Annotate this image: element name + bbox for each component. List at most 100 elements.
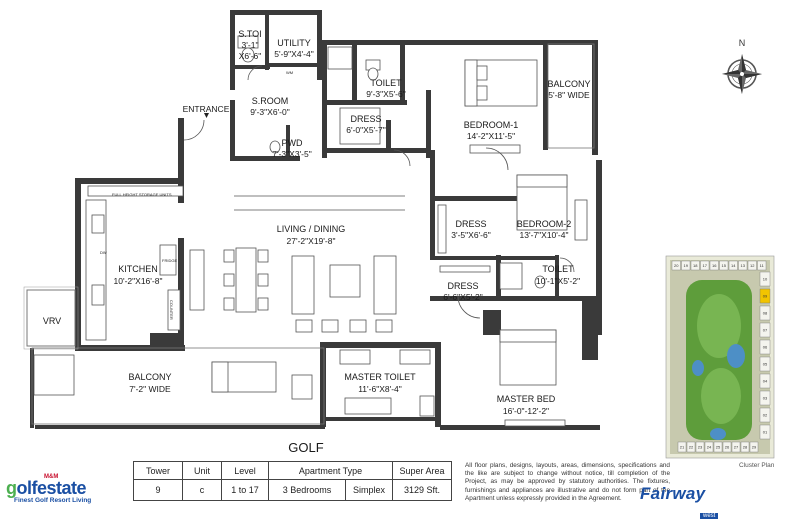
spec-area: 3129 Sft.: [392, 479, 452, 501]
cluster-tower-label: 15: [722, 263, 727, 268]
cluster-tower-label: 21: [680, 445, 685, 450]
cluster-tower-05: [759, 356, 771, 372]
cluster-tower-label: 29: [752, 445, 757, 450]
compass-rose-icon: [722, 54, 762, 94]
disclaimer-text: All floor plans, designs, layouts, areas…: [465, 462, 670, 502]
toilet2-dim: 10'-1"X5'-2": [536, 276, 580, 286]
utility-label: UTILITY: [277, 38, 311, 48]
cluster-tower-label: 25: [716, 445, 721, 450]
logo-tagline: Finest Golf Resort Living: [14, 497, 92, 504]
spec-header-tower: Tower: [133, 461, 183, 480]
walls: [30, 10, 602, 430]
spec-header-level: Level: [221, 461, 269, 480]
cluster-tower-label: 22: [689, 445, 694, 450]
master-toilet-dim: 11'-6"X8'-4": [358, 384, 402, 394]
spec-header-row: Tower Unit Level Apartment Type Super Ar…: [133, 461, 452, 480]
s-toilet-dim2: X6'-6": [239, 51, 262, 61]
entrance-arrow-icon: [204, 113, 209, 118]
cluster-tower-23: [695, 441, 705, 453]
cluster-tower-24: [704, 441, 714, 453]
cluster-tower-10: [759, 271, 771, 287]
bedroom2-label: BEDROOM-2: [517, 219, 572, 229]
spec-bedrooms: 3 Bedrooms: [268, 479, 346, 501]
fridge-label: FRIDGE: [162, 258, 177, 263]
toilet1-dim: 9'-3"X5'-6": [366, 89, 406, 99]
pwd-dim: 7'-3"X3'-5": [272, 149, 312, 159]
cluster-tower-label: 19: [684, 263, 689, 268]
cluster-tower-label: 06: [763, 345, 768, 350]
spec-value-row: 9 c 1 to 17 3 Bedrooms Simplex 3129 Sft.: [133, 479, 452, 501]
cluster-tower-label: 16: [712, 263, 717, 268]
cluster-tower-03: [759, 390, 771, 406]
cluster-tower-label: 28: [743, 445, 748, 450]
cluster-tower-label: 01: [763, 430, 768, 435]
cluster-tower-08: [759, 305, 771, 321]
cluster-tower-label: 13: [741, 263, 746, 268]
cluster-tower-04: [759, 373, 771, 389]
vrv-label: VRV: [43, 316, 61, 326]
spec-header-unit: Unit: [182, 461, 222, 480]
floor-plan: S.TOI 3'-1" X6'-6" UTILITY 5'-9"X4'-4" T…: [23, 10, 775, 459]
apartment-spec-table: Tower Unit Level Apartment Type Super Ar…: [133, 461, 452, 501]
room-labels: S.TOI 3'-1" X6'-6" UTILITY 5'-9"X4'-4" T…: [43, 29, 591, 455]
balcony-top-dim: 5'-8" WIDE: [548, 90, 590, 100]
cluster-tower-07: [759, 322, 771, 338]
bedroom1-label: BEDROOM-1: [464, 120, 519, 130]
furniture: [33, 35, 588, 427]
master-toilet-label: MASTER TOILET: [344, 372, 416, 382]
cluster-tower-label: 23: [698, 445, 703, 450]
golfestate-logo: M&M golfestate Finest Golf Resort Living: [6, 474, 131, 504]
storage-label: FULL HEIGHT STORAGE UNITS: [112, 192, 172, 197]
cluster-tower-label: 03: [763, 396, 768, 401]
kitchen-dim: 10'-2"X16'-8": [114, 276, 163, 286]
cluster-tower-label: 07: [763, 328, 768, 333]
cluster-tower-28: [740, 441, 750, 453]
balcony-top-label: BALCONY: [547, 79, 590, 89]
cluster-tower-label: 09: [763, 294, 768, 299]
cluster-tower-27: [731, 441, 741, 453]
cluster-tower-18: [690, 260, 700, 271]
golf-label: GOLF: [288, 440, 323, 455]
living-dim: 27'-2"X19'-8": [287, 236, 336, 246]
west-logo-text: west: [700, 513, 719, 519]
spec-unit: c: [182, 479, 222, 501]
spec-tower: 9: [133, 479, 183, 501]
cluster-tower-29: [749, 441, 759, 453]
cluster-tower-16: [709, 260, 719, 271]
spec-layout: Simplex: [345, 479, 393, 501]
living-label: LIVING / DINING: [277, 224, 346, 234]
cluster-plan-label: Cluster Plan: [739, 462, 775, 469]
cluster-tower-13: [738, 260, 748, 271]
cluster-tower-label: 20: [674, 263, 679, 268]
bedroom1-dim: 14'-2"X11'-5": [467, 131, 515, 141]
dress1-dim: 6'-0"X5'-7": [346, 125, 386, 135]
wm-label: WM: [286, 70, 293, 75]
cluster-tower-19: [681, 260, 691, 271]
balcony-outlines: [23, 43, 595, 425]
cluster-tower-11: [757, 260, 767, 271]
entrance-label: ENTRANCE: [183, 104, 230, 114]
cluster-tower-14: [728, 260, 738, 271]
cluster-tower-label: 26: [725, 445, 730, 450]
dress2-label: DRESS: [455, 219, 486, 229]
cluster-tower-15: [719, 260, 729, 271]
cluster-tower-06: [759, 339, 771, 355]
cluster-tower-label: 27: [734, 445, 739, 450]
cluster-tower-label: 05: [763, 362, 768, 367]
spec-level: 1 to 17: [221, 479, 269, 501]
cluster-tower-12: [747, 260, 757, 271]
cluster-tower-25: [713, 441, 723, 453]
cluster-tower-label: 10: [763, 277, 768, 282]
compass-north-label: N: [739, 38, 746, 48]
balcony-bottom-dim: 7'-2" WIDE: [129, 384, 171, 394]
cluster-tower-09: [759, 288, 771, 304]
cluster-tower-21: [677, 441, 687, 453]
master-bed-label: MASTER BED: [497, 394, 556, 404]
spec-header-area: Super Area: [392, 461, 452, 480]
dress2-dim: 3'-5"X6'-6": [451, 230, 491, 240]
s-room-dim: 9'-3"X6'-0": [250, 107, 290, 117]
cluster-tower-22: [686, 441, 696, 453]
